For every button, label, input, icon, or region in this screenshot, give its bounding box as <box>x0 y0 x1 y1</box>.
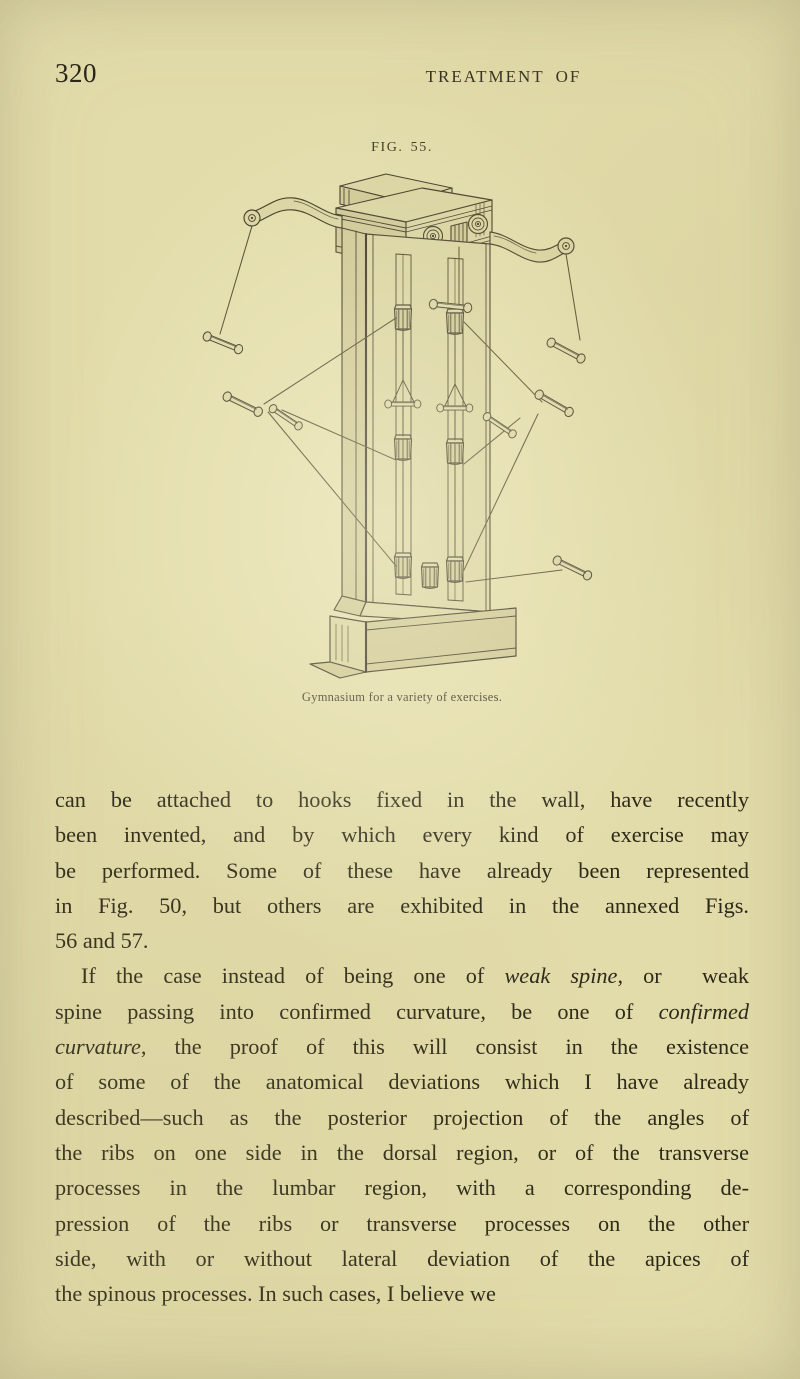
italic-confirmed: confirmed <box>658 998 749 1024</box>
text-line: can be attached to hooks fixed in the wa… <box>55 787 749 812</box>
rosette-pulley-right <box>467 213 489 235</box>
handle-right-lower <box>551 554 594 582</box>
text-line: been invented, and by which every kind o… <box>55 822 749 848</box>
figure-caption: Gymnasium for a variety of exercises. <box>301 690 503 704</box>
text-line: be performed. Some of these have already… <box>55 857 749 883</box>
handle-left-upper <box>220 390 265 419</box>
text-line: spine passing into confirmed curvature, … <box>55 998 749 1024</box>
text-line: pression of the ribs or transverse proce… <box>55 1210 749 1236</box>
text-line: processes in the lumbar region, with a c… <box>55 1175 749 1201</box>
italic-weak-spine: weak spine <box>504 963 618 989</box>
text-line: side, with or without lateral deviation … <box>55 1245 749 1271</box>
paragraph-1: can be attached to hooks fixed in the wa… <box>55 782 749 958</box>
page-number: 320 <box>55 58 97 88</box>
text-line: described—such as the posterior projecti… <box>55 1104 749 1130</box>
body-text: can be attached to hooks fixed in the wa… <box>55 782 749 1311</box>
text-line: in Fig. 50, but others are exhibited in … <box>55 892 749 918</box>
text-line: If the case instead of being one of weak… <box>81 963 749 989</box>
italic-curvature: curvature <box>55 1034 141 1060</box>
text-line: of some of the anatomical deviations whi… <box>55 1069 749 1095</box>
running-head: TREATMENT OF <box>425 67 582 86</box>
text-line: curvature, the proof of this will consis… <box>55 1034 749 1060</box>
page-header: 320 TREATMENT OF <box>55 58 748 98</box>
text-line: the ribs on one side in the dorsal regio… <box>55 1139 749 1165</box>
handle-right-outer <box>544 336 588 365</box>
handle-left-outer <box>201 330 245 356</box>
text-line: the spinous processes. In such cases, I … <box>55 1281 496 1307</box>
text-line: 56 and 57. <box>55 928 149 954</box>
bracket-left <box>243 197 343 229</box>
figure-number-label: FIG. 55. <box>371 140 433 155</box>
handle-right-upper <box>532 387 576 419</box>
bracket-right <box>489 231 575 263</box>
paragraph-2: If the case instead of being one of weak… <box>55 958 749 1311</box>
